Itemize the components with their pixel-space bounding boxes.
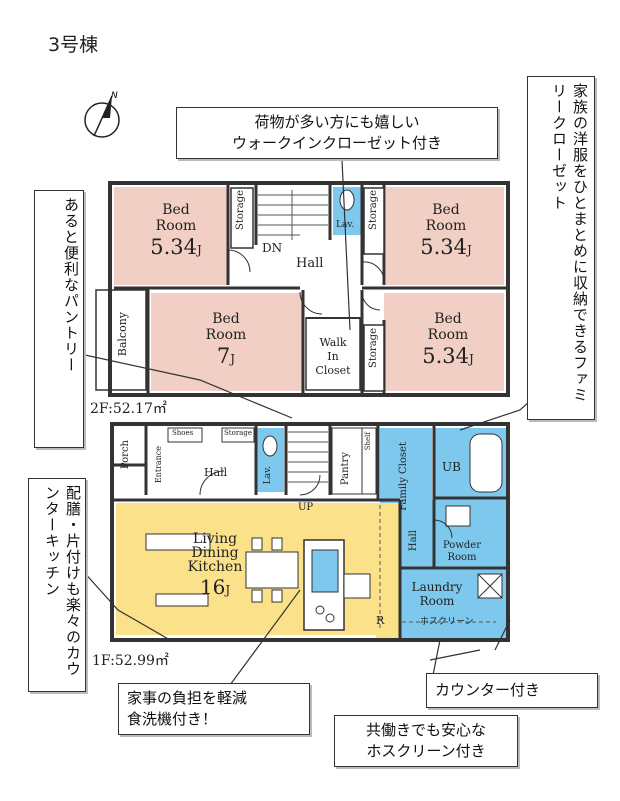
storage-2f-c: Storage — [368, 328, 379, 368]
ldk-label: Living Dining Kitchen 16J — [187, 531, 243, 599]
bedroom-se-fill — [384, 293, 504, 391]
porch-label: Porch — [120, 440, 131, 470]
callout-pantry: あると便利なパントリー — [34, 190, 84, 448]
callout-counter: カウンター付き — [426, 673, 598, 708]
callout-walkin-closet: 荷物が多い方にも嬉しい ウォークインクローゼット付き — [176, 107, 498, 159]
entrance-label: Entrance — [154, 446, 163, 484]
callout-counter-kitchen: 配膳・片付けも楽々のカウンターキッチン — [28, 478, 86, 692]
north-label: N — [111, 91, 118, 101]
shelf-label: Shelf — [364, 432, 372, 451]
balcony-label: Balcony — [116, 312, 129, 357]
family-closet-label: Family Closet — [398, 442, 409, 511]
floor1-area: 1F:52.99㎡ — [92, 653, 169, 669]
callout-family-closet: 家族の洋服をひとまとめに収納できるファミリークローゼット — [527, 76, 595, 420]
storage-2f-a: Storage — [235, 190, 246, 230]
bedroom-sw-label: Bed Room 7J — [205, 311, 247, 368]
bedroom-se-label: Bed Room 5.34J — [422, 311, 474, 368]
north-arrow-icon: N — [84, 91, 120, 138]
lav-2f-label: Lav. — [336, 220, 355, 230]
bedroom-ne-label: Bed Room 5.34J — [420, 202, 472, 259]
up-label: UP — [298, 502, 314, 513]
refrigerator-label: R — [376, 614, 385, 627]
floor2-area: 2F:52.17㎡ — [90, 401, 167, 417]
bedroom-ne-fill — [386, 187, 504, 285]
storage-1f-label: Storage — [224, 429, 252, 437]
bedroom-nw-fill — [114, 187, 228, 285]
family-closet-fill — [380, 428, 432, 503]
storage-2f-b: Storage — [368, 190, 379, 230]
bedroom-nw-label: Bed Room 5.34J — [150, 202, 202, 259]
callout-hoscleen: 共働きでも安心な ホスクリーン付き — [334, 715, 518, 767]
hosclean-label: ホスクリーン — [420, 617, 474, 627]
powder-room-label: Powder Room — [442, 540, 481, 563]
shoes-label: Shoes — [172, 429, 194, 437]
hall-2f-label: Hall — [296, 256, 324, 271]
pantry-label: Pantry — [340, 452, 351, 486]
callout-dishwasher: 家事の負担を軽減 食洗機付き！ — [118, 683, 310, 735]
lav-1f-label: Lav. — [263, 466, 273, 485]
building-label: 3号棟 — [48, 34, 99, 56]
dn-label: DN — [262, 241, 283, 255]
balcony-area — [95, 289, 147, 391]
hall-1f-b-label: Hall — [408, 530, 419, 552]
ub-label: UB — [442, 460, 461, 474]
hall-1f-label: Hall — [204, 466, 228, 479]
